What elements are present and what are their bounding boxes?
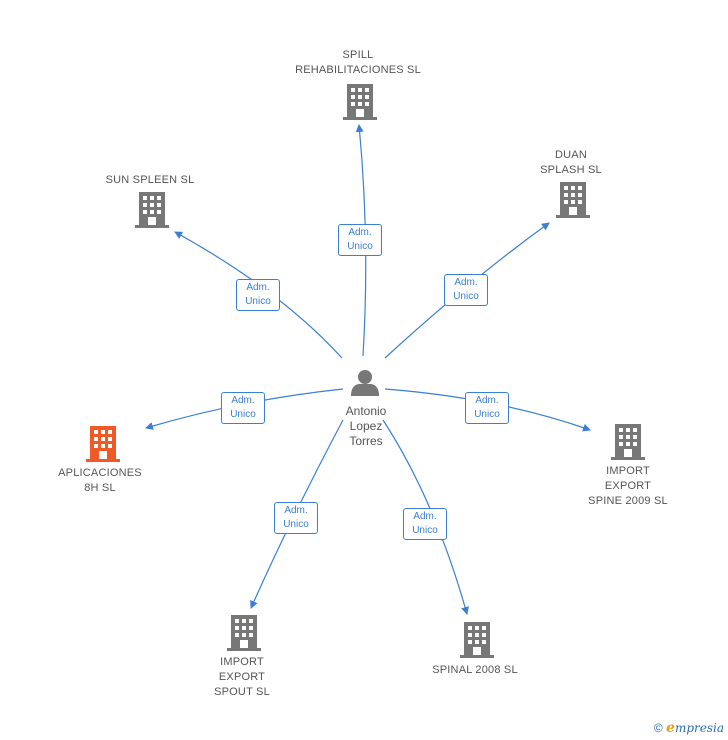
edge-label-spill: Adm.Unico [338, 224, 382, 256]
edge-label-import-spout: Adm.Unico [274, 502, 318, 534]
node-label-spinal[interactable]: SPINAL 2008 SL [432, 664, 518, 676]
person-name[interactable]: Antonio Lopez Torres [345, 404, 387, 448]
copyright-watermark: © empresia [654, 720, 724, 736]
building-icon[interactable] [556, 182, 590, 218]
edge-label-import-spine: Adm.Unico [465, 392, 509, 424]
node-label-duan[interactable]: DUAN SPLASH SL [540, 149, 602, 176]
brand-logo: empresia [666, 720, 724, 736]
node-label-sun-spleen[interactable]: SUN SPLEEN SL [105, 174, 195, 186]
building-icon[interactable] [135, 192, 169, 228]
edge-label-sun-spleen: Adm.Unico [236, 279, 280, 311]
node-label-import-spine[interactable]: IMPORT EXPORT SPINE 2009 SL [588, 465, 668, 507]
building-icon[interactable] [343, 84, 377, 120]
person-icon [351, 370, 379, 396]
edge-label-duan: Adm.Unico [444, 274, 488, 306]
edge-label-spinal: Adm.Unico [403, 508, 447, 540]
node-label-spill[interactable]: SPILL REHABILITACIONES SL [295, 49, 421, 76]
building-icon[interactable] [460, 622, 494, 658]
building-icon[interactable] [227, 615, 261, 651]
node-label-aplicaciones[interactable]: APLICACIONES 8H SL [58, 467, 142, 494]
copyright-icon: © [653, 721, 663, 735]
building-icon[interactable] [611, 424, 645, 460]
node-label-import-spout[interactable]: IMPORT EXPORT SPOUT SL [214, 656, 270, 698]
edge-label-aplicaciones: Adm.Unico [221, 392, 265, 424]
building-icon[interactable] [86, 426, 120, 462]
